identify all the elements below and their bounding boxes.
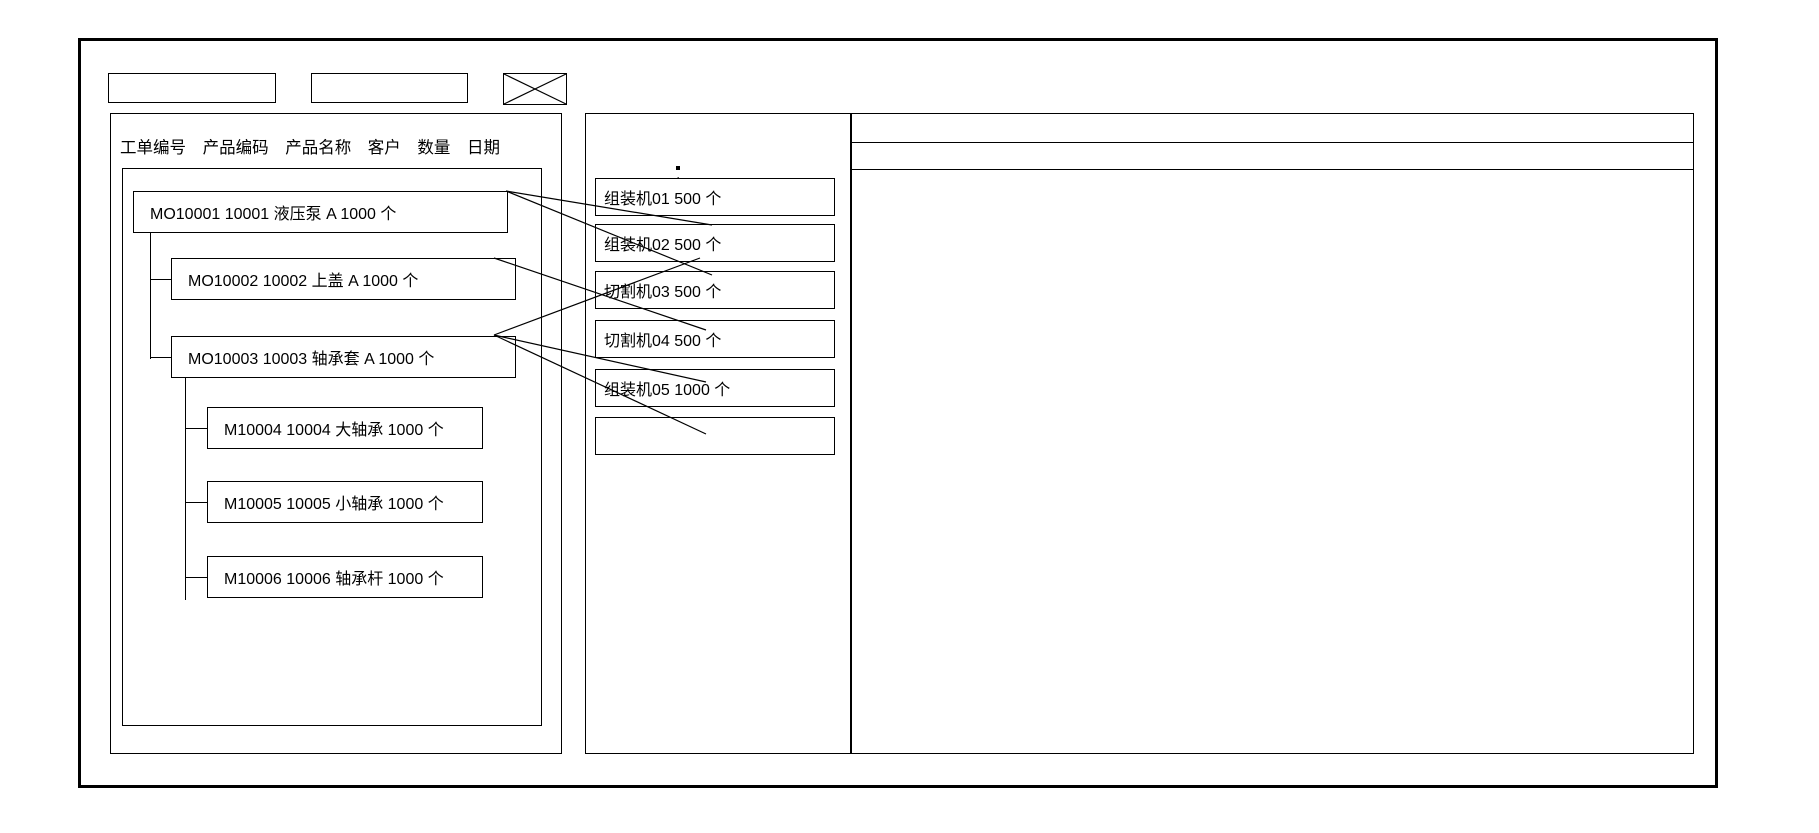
dot-marker: .: [676, 166, 681, 183]
list-item[interactable]: 组装机05 1000 个: [595, 369, 835, 407]
column-header-product-code: 产品编码: [202, 139, 269, 157]
work-order-tree: MO10001 10001 液压泵 A 1000 个 MO10002 10002…: [122, 168, 542, 726]
tree-connector-branch-1: [150, 279, 171, 281]
column-header-customer: 客户: [367, 139, 401, 157]
column-header-date: 日期: [466, 139, 500, 157]
toolbar-field-one[interactable]: [108, 73, 276, 103]
list-item[interactable]: 组装机02 500 个: [595, 224, 835, 262]
broken-image-icon[interactable]: [503, 73, 567, 105]
table-row[interactable]: MO10003 10003 轴承套 A 1000 个: [171, 336, 516, 378]
table-row[interactable]: M10006 10006 轴承杆 1000 个: [207, 556, 483, 598]
work-order-panel: 工单编号 产品编码 产品名称 客户 数量 日期 MO10001 10001 液压…: [110, 113, 562, 754]
tree-connector-branch-4: [185, 502, 207, 504]
column-header-row: 工单编号 产品编码 产品名称 客户 数量 日期: [120, 134, 560, 158]
list-item[interactable]: 组装机01 500 个: [595, 178, 835, 216]
tree-connector-branch-5: [185, 577, 207, 579]
column-header-product-name: 产品名称: [285, 139, 352, 157]
list-item[interactable]: 切割机03 500 个: [595, 271, 835, 309]
detail-panel-body[interactable]: [852, 172, 1693, 752]
list-item[interactable]: 切割机04 500 个: [595, 320, 835, 358]
table-row[interactable]: MO10002 10002 上盖 A 1000 个: [171, 258, 516, 300]
detail-panel: [851, 113, 1694, 754]
toolbar: [108, 73, 567, 105]
table-row[interactable]: MO10001 10001 液压泵 A 1000 个: [133, 191, 508, 233]
machine-panel: . 组装机01 500 个 组装机02 500 个 切割机03 500 个 切割…: [585, 113, 851, 754]
column-header-qty: 数量: [417, 139, 451, 157]
list-item-empty[interactable]: [595, 417, 835, 455]
tree-connector-branch-3: [185, 428, 207, 430]
table-row[interactable]: M10004 10004 大轴承 1000 个: [207, 407, 483, 449]
toolbar-field-two[interactable]: [311, 73, 468, 103]
tree-connector-branch-2: [150, 357, 171, 359]
column-header-order-no: 工单编号: [120, 139, 186, 157]
detail-panel-header: [852, 142, 1693, 170]
tree-connector-trunk-1: [150, 233, 152, 359]
tree-connector-trunk-2: [185, 378, 187, 600]
table-row[interactable]: M10005 10005 小轴承 1000 个: [207, 481, 483, 523]
